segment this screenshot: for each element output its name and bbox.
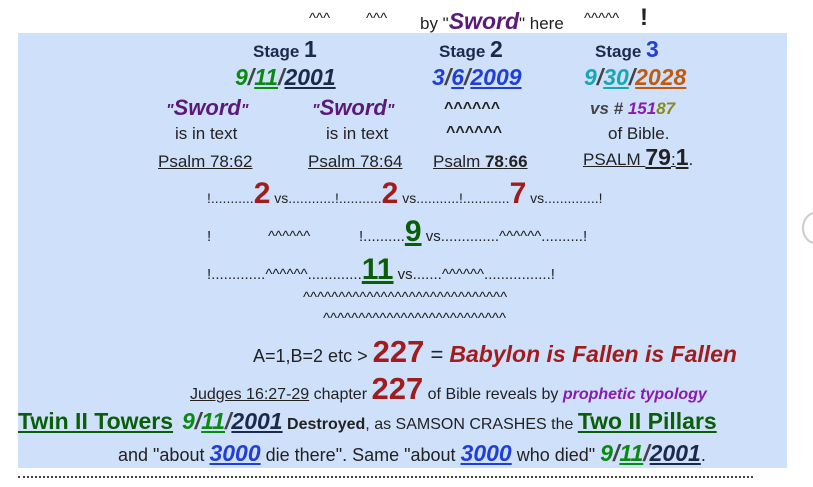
stage-3-header: Stage 3 — [595, 36, 659, 62]
verse-row-2-caret: ^^^^^^ — [268, 228, 311, 245]
stage-2-header: Stage 2 — [439, 36, 503, 62]
top-sword: Sword — [448, 8, 519, 34]
verse-row-3: !.............^^^^^^.............11 vs..… — [207, 253, 555, 286]
dotted-divider — [18, 476, 753, 478]
stage-3-date: 9/30/2028 — [584, 64, 687, 90]
stage-1-line2: is in text — [175, 124, 238, 143]
top-by-line: by "Sword" here — [420, 8, 564, 35]
stage-3-line2: of Bible. — [608, 124, 670, 143]
two-pillars-link[interactable]: Two II Pillars — [577, 408, 717, 434]
judges-line: Judges 16:27-29 chapter 227 of Bible rev… — [190, 371, 707, 406]
caret-line-1: ^^^^^^^^^^^^^^^^^^^^^^^^^^^^^ — [303, 289, 508, 306]
mid-caret-2: ^^^^^^ — [446, 124, 503, 141]
top-caret-2: ^^^ — [366, 10, 388, 27]
stage-3-vs: vs # 15187 — [590, 99, 676, 118]
stage-2-sword: "Sword" — [312, 95, 395, 120]
stage-3-ref[interactable]: PSALM 79:1. — [583, 144, 694, 170]
top-by: by " — [420, 14, 449, 33]
top-bang: ! — [640, 4, 648, 31]
top-caret-1: ^^^ — [309, 10, 331, 27]
about-line: and "about 3000 die there". Same "about … — [118, 440, 706, 466]
babylon-line: A=1,B=2 etc > 227 = Babylon is Fallen is… — [253, 334, 737, 369]
stage-1-date: 9/11/2001 — [235, 64, 336, 90]
stage-1-ref[interactable]: Psalm 78:62 — [158, 152, 253, 171]
content-panel — [18, 33, 787, 468]
towers-line: Twin II Towers 9/11/2001 Destroyed, as S… — [18, 408, 717, 434]
stage-2-date: 3/6/2009 — [432, 64, 522, 90]
top-here: " here — [519, 14, 564, 33]
top-caret-3: ^^^^^ — [584, 10, 620, 27]
stage-2-ref[interactable]: Psalm 78:64 — [308, 152, 403, 171]
verse-row-2: !..........9 vs..............^^^^^^.....… — [359, 215, 588, 248]
twin-towers-link[interactable]: Twin II Towers — [18, 408, 174, 434]
caret-line-2: ^^^^^^^^^^^^^^^^^^^^^^^^^^ — [323, 310, 507, 327]
judges-ref[interactable]: Judges 16:27-29 — [190, 386, 310, 403]
stage-1-header: Stage 1 — [253, 36, 317, 62]
stage-2-line2: is in text — [326, 124, 389, 143]
scroll-circle-icon[interactable] — [802, 212, 813, 244]
mid-caret-1: ^^^^^^ — [444, 100, 501, 117]
mid-psalm-ref[interactable]: Psalm 78:66 — [433, 152, 528, 171]
verse-row-1: !...........2 vs............!...........… — [207, 177, 603, 210]
stage-1-sword: "Sword" — [166, 95, 249, 120]
verse-row-2-bang: ! — [207, 228, 212, 245]
